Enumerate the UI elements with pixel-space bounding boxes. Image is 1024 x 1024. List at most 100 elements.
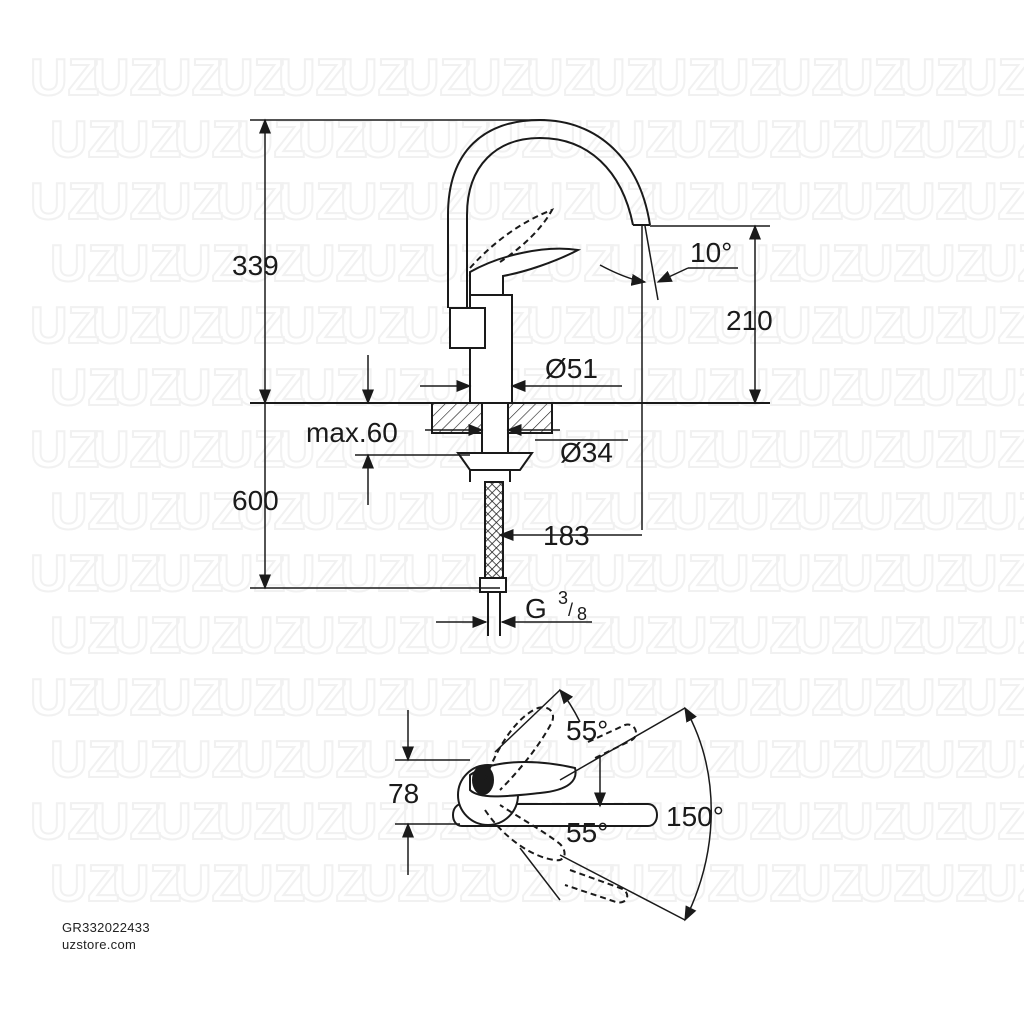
dim-g-num: 3 [558,588,568,608]
watermark-mark: UZ [298,855,367,913]
watermark-mark: UZ [298,235,367,293]
watermark-mark: UZ [608,731,677,789]
watermark-mark: UZ [732,359,801,417]
watermark-mark: UZ [298,607,367,665]
watermark-mark: UZ [546,607,615,665]
watermark-mark: UZ [774,669,843,727]
watermark-mark: UZ [670,235,739,293]
dim-10deg: 10° [690,237,732,268]
watermark-mark: UZ [960,49,1024,107]
watermark-mark: UZ [360,855,429,913]
watermark-mark: UZ [92,49,161,107]
watermark-mark: UZ [774,49,843,107]
watermark-mark: UZ [50,607,119,665]
watermark-mark: UZ [174,235,243,293]
watermark-mark: UZ [980,731,1024,789]
watermark-mark: UZ [898,793,967,851]
watermark-mark: UZ [402,173,471,231]
watermark-mark: UZ [712,545,781,603]
watermark-mark: UZ [960,173,1024,231]
watermark-mark: UZ [278,793,347,851]
watermark-mark: UZ [650,297,719,355]
watermark-mark: UZ [650,421,719,479]
watermark-mark: UZ [712,297,781,355]
watermark-mark: UZ [608,111,677,169]
watermark-mark: UZ [546,359,615,417]
watermark-mark: UZ [340,297,409,355]
watermark-mark: UZ [650,669,719,727]
watermark-mark: UZ [92,545,161,603]
dim-600: 600 [232,485,279,516]
watermark-mark: UZ [980,483,1024,541]
watermark-mark: UZ [980,359,1024,417]
watermark-mark: UZ [732,235,801,293]
watermark-mark: UZ [216,297,285,355]
lever-rot-down [484,804,566,862]
watermark-mark: UZ [836,297,905,355]
watermark-mark: UZ [732,483,801,541]
watermark-mark: UZ [918,111,987,169]
watermark-mark: UZ [154,421,223,479]
watermark-mark: UZ [670,607,739,665]
watermark-mark: UZ [794,607,863,665]
fixing-nut [456,452,534,471]
watermark-mark: UZ [960,421,1024,479]
watermark-mark: UZ [50,111,119,169]
watermark-mark: UZ [588,421,657,479]
watermark-mark: UZ [154,793,223,851]
watermark-mark: UZ [588,297,657,355]
watermark-mark: UZ [856,731,925,789]
dim-g: G [525,593,547,624]
watermark-pattern: UZUZUZUZUZUZUZUZUZUZUZUZUZUZUZUZUZUZUZUZ… [29,48,1024,914]
watermark-mark: UZ [50,731,119,789]
watermark-mark: UZ [216,793,285,851]
watermark-mark: UZ [546,483,615,541]
lever [469,247,582,296]
watermark-mark: UZ [712,49,781,107]
watermark-mark: UZ [794,483,863,541]
website-label: uzstore.com [62,937,137,952]
watermark-mark: UZ [236,359,305,417]
watermark-mark: UZ [216,545,285,603]
watermark-mark: UZ [980,855,1024,913]
watermark-mark: UZ [918,235,987,293]
hose [484,481,504,583]
top-dimension-lines [395,688,712,922]
watermark-mark: UZ [774,545,843,603]
watermark-mark: UZ [360,359,429,417]
watermark-mark: UZ [298,483,367,541]
watermark-mark: UZ [546,855,615,913]
watermark-mark: UZ [30,793,99,851]
watermark-mark: UZ [154,669,223,727]
dim-d51: Ø51 [545,353,598,384]
watermark-mark: UZ [464,49,533,107]
watermark-mark: UZ [588,49,657,107]
watermark-mark: UZ [670,359,739,417]
spout-inner [466,136,634,308]
dim-max60: max.60 [306,417,398,448]
watermark-mark: UZ [898,49,967,107]
watermark-mark: UZ [670,483,739,541]
watermark-mark: UZ [918,359,987,417]
watermark-mark: UZ [154,545,223,603]
watermark-mark: UZ [174,607,243,665]
watermark-mark: UZ [174,111,243,169]
watermark-mark: UZ [340,421,409,479]
watermark-mark: UZ [174,483,243,541]
watermark-mark: UZ [794,855,863,913]
watermark-mark: UZ [278,297,347,355]
watermark-mark: UZ [794,111,863,169]
watermark-mark: UZ [216,173,285,231]
watermark-mark: UZ [918,855,987,913]
watermark-mark: UZ [856,235,925,293]
watermark-mark: UZ [732,111,801,169]
watermark-mark: UZ [980,235,1024,293]
watermark-mark: UZ [92,297,161,355]
watermark-mark: UZ [340,669,409,727]
dim-55-up: 55° [566,715,608,746]
watermark-mark: UZ [154,49,223,107]
watermark-mark: UZ [340,545,409,603]
dim-78: 78 [388,778,419,809]
shank [481,402,509,454]
watermark-mark: UZ [732,855,801,913]
